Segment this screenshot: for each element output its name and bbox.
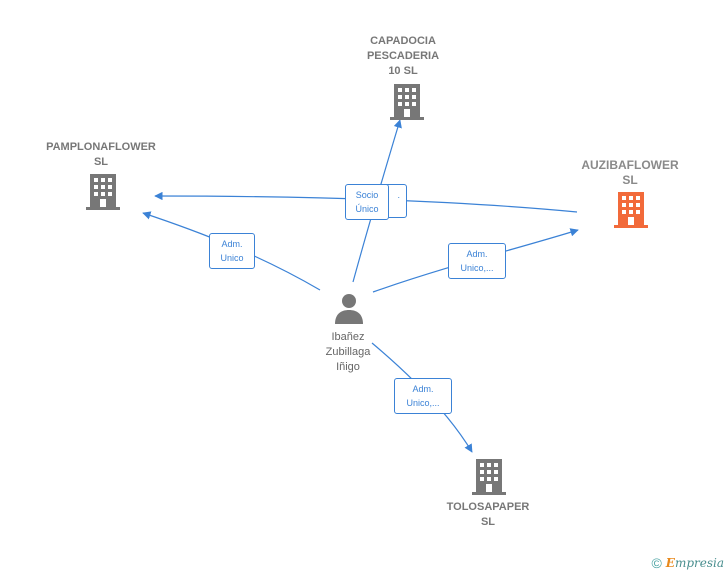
copyright-icon: © [651,555,662,571]
node-label-pamplonaflower[interactable]: PAMPLONAFLOWER SL [46,141,156,168]
building-icon[interactable] [614,192,648,228]
node-label-capadocia[interactable]: CAPADOCIA PESCADERIA 10 SL [366,35,440,77]
building-icon[interactable] [472,459,506,495]
footer-brand: © Empresia [651,555,724,571]
edge-label-adm-unico-tolosa[interactable]: Adm. Unico,... [394,378,452,414]
node-label-person[interactable]: Ibañez Zubillaga Iñigo [325,331,371,373]
building-icon[interactable] [86,174,120,210]
edge-label-adm-unico-pamplona[interactable]: Adm. Unico [209,233,255,269]
node-label-tolosapaper[interactable]: TOLOSAPAPER SL [446,501,530,528]
edge-label-socio-unico[interactable]: Socio Único [345,184,389,220]
brand-logo: Empresia [665,556,724,570]
building-icon[interactable] [390,84,424,120]
person-icon[interactable] [333,292,365,324]
edge-label-adm-unico-auziba[interactable]: Adm. Unico,... [448,243,506,279]
node-label-auzibaflower[interactable]: AUZIBAFLOWER SL [581,158,679,187]
